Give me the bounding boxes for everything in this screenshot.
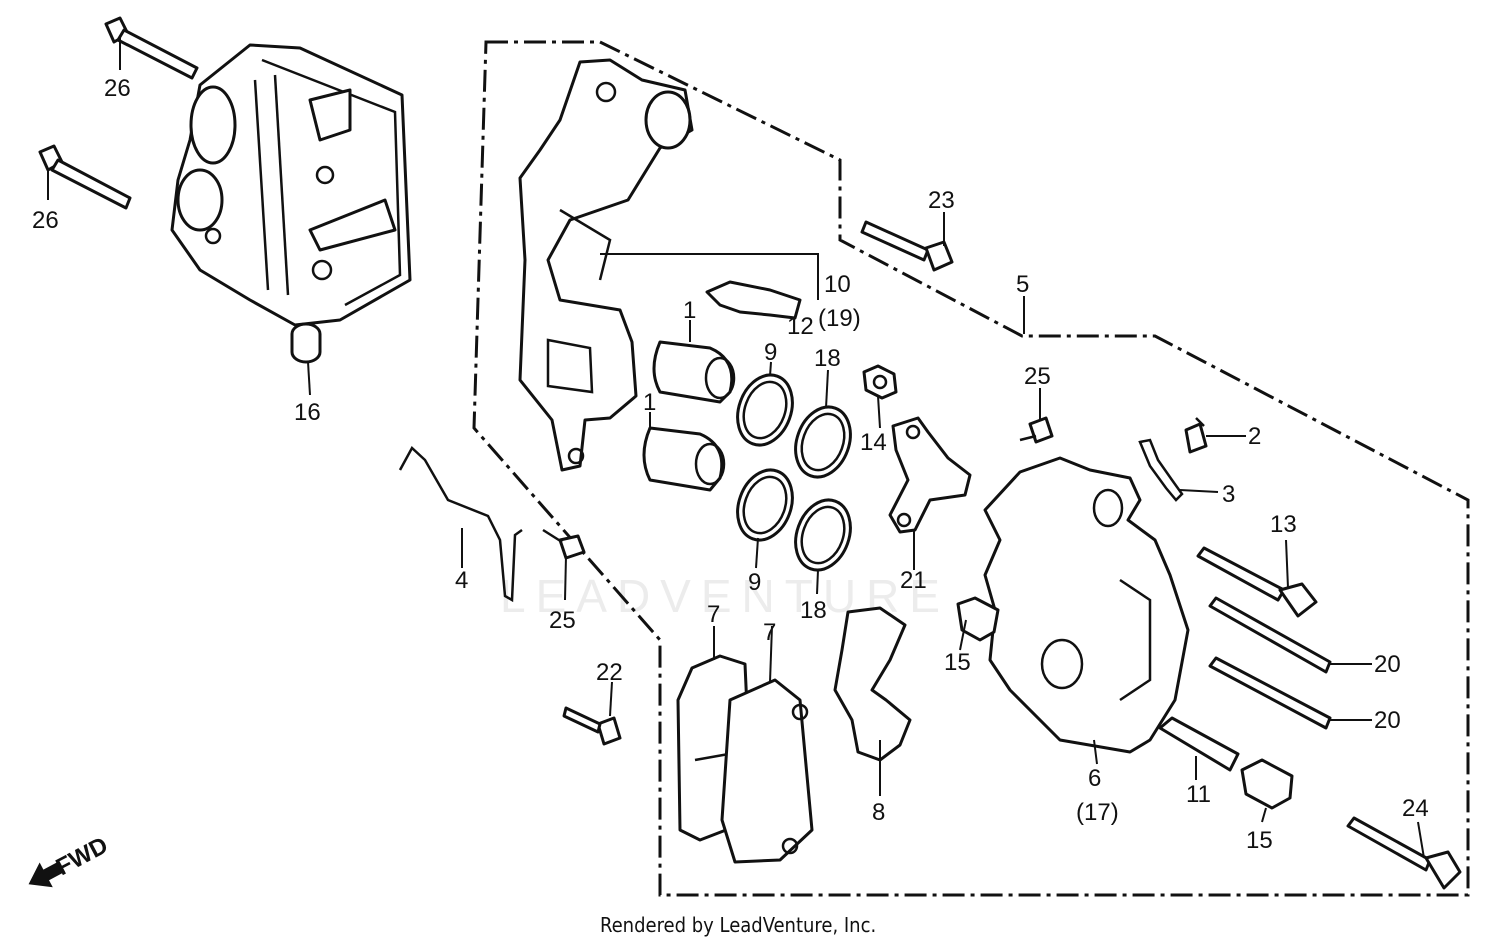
callout-1: 1 [643, 389, 656, 416]
cap-3[interactable] [1138, 438, 1184, 502]
caliper-bracket-10[interactable] [518, 58, 694, 472]
callout-6: 6 [1088, 765, 1101, 792]
bolt-26-lower[interactable] [38, 144, 132, 210]
callout-9: 9 [764, 339, 777, 366]
seal-9-upper[interactable] [728, 367, 801, 452]
callout-20: 20 [1374, 651, 1401, 678]
bolt-23[interactable] [860, 220, 954, 272]
callout-26: 26 [104, 75, 131, 102]
callout-4: 4 [455, 567, 468, 594]
callout-25: 25 [1024, 363, 1051, 390]
callout-22: 22 [596, 659, 623, 686]
callout-18: 18 [814, 345, 841, 372]
callout-7: 7 [707, 601, 720, 628]
callout-17: (17) [1076, 799, 1119, 826]
footer-credit: Rendered by LeadVenture, Inc. [600, 913, 876, 937]
callout-14: 14 [860, 429, 887, 456]
callout-15: 15 [944, 649, 971, 676]
callout-18: 18 [800, 597, 827, 624]
piston-1-lower[interactable] [642, 426, 726, 492]
bleeder-screw-22[interactable] [562, 706, 622, 746]
callout-9: 9 [748, 569, 761, 596]
pin-bolt-13[interactable] [1196, 546, 1318, 618]
callout-11: 11 [1186, 781, 1211, 808]
callout-23: 23 [928, 187, 955, 214]
bolt-25-lower[interactable] [542, 528, 586, 560]
callout-5: 5 [1016, 271, 1029, 298]
callout-26: 26 [32, 207, 59, 234]
callout-15: 15 [1246, 827, 1273, 854]
boot-15-lower[interactable] [1240, 758, 1294, 810]
bolt-26-upper[interactable] [104, 16, 199, 80]
spring-clip-4[interactable] [398, 445, 523, 603]
callout-1: 1 [683, 297, 696, 324]
callout-24: 24 [1402, 795, 1429, 822]
callout-25: 25 [549, 607, 576, 634]
callout-labels: 26 26 16 4 25 22 1 1 9 9 18 18 10 (19) 1… [32, 75, 1429, 854]
sleeve-11[interactable] [1158, 716, 1240, 772]
pin-20-upper[interactable] [1208, 596, 1332, 674]
caliper-assembly-16[interactable] [170, 43, 412, 364]
bleeder-2[interactable] [1184, 417, 1208, 454]
callout-8: 8 [872, 799, 885, 826]
callout-16: 16 [294, 399, 321, 426]
fwd-arrow-icon [28, 861, 65, 888]
seal-18-lower[interactable] [786, 492, 859, 577]
callout-13: 13 [1270, 511, 1297, 538]
plate-21[interactable] [888, 416, 972, 534]
piston-1-upper[interactable] [652, 340, 736, 404]
caliper-body-6[interactable] [983, 456, 1190, 754]
callout-12: 12 [787, 313, 814, 340]
callout-21: 21 [900, 567, 927, 594]
pin-20-lower[interactable] [1208, 656, 1332, 730]
bolt-24[interactable] [1346, 816, 1462, 890]
callout-20: 20 [1374, 707, 1401, 734]
boot-15-upper[interactable] [956, 596, 1000, 642]
bolt-25-upper[interactable] [1019, 416, 1054, 444]
brake-pad-7-front[interactable] [720, 678, 814, 864]
fwd-label: FWD [52, 832, 113, 881]
seal-18-upper[interactable] [786, 399, 859, 484]
pad-retainer-8[interactable] [833, 606, 912, 762]
pad-spring-12[interactable] [705, 280, 802, 320]
callout-19: (19) [818, 305, 861, 332]
callout-10: 10 [824, 271, 851, 298]
seal-9-lower[interactable] [728, 462, 801, 547]
callout-2: 2 [1248, 423, 1261, 450]
nut-14[interactable] [862, 364, 898, 400]
leader-lines [47, 38, 1425, 859]
callout-7: 7 [763, 619, 776, 646]
callout-3: 3 [1222, 481, 1235, 508]
